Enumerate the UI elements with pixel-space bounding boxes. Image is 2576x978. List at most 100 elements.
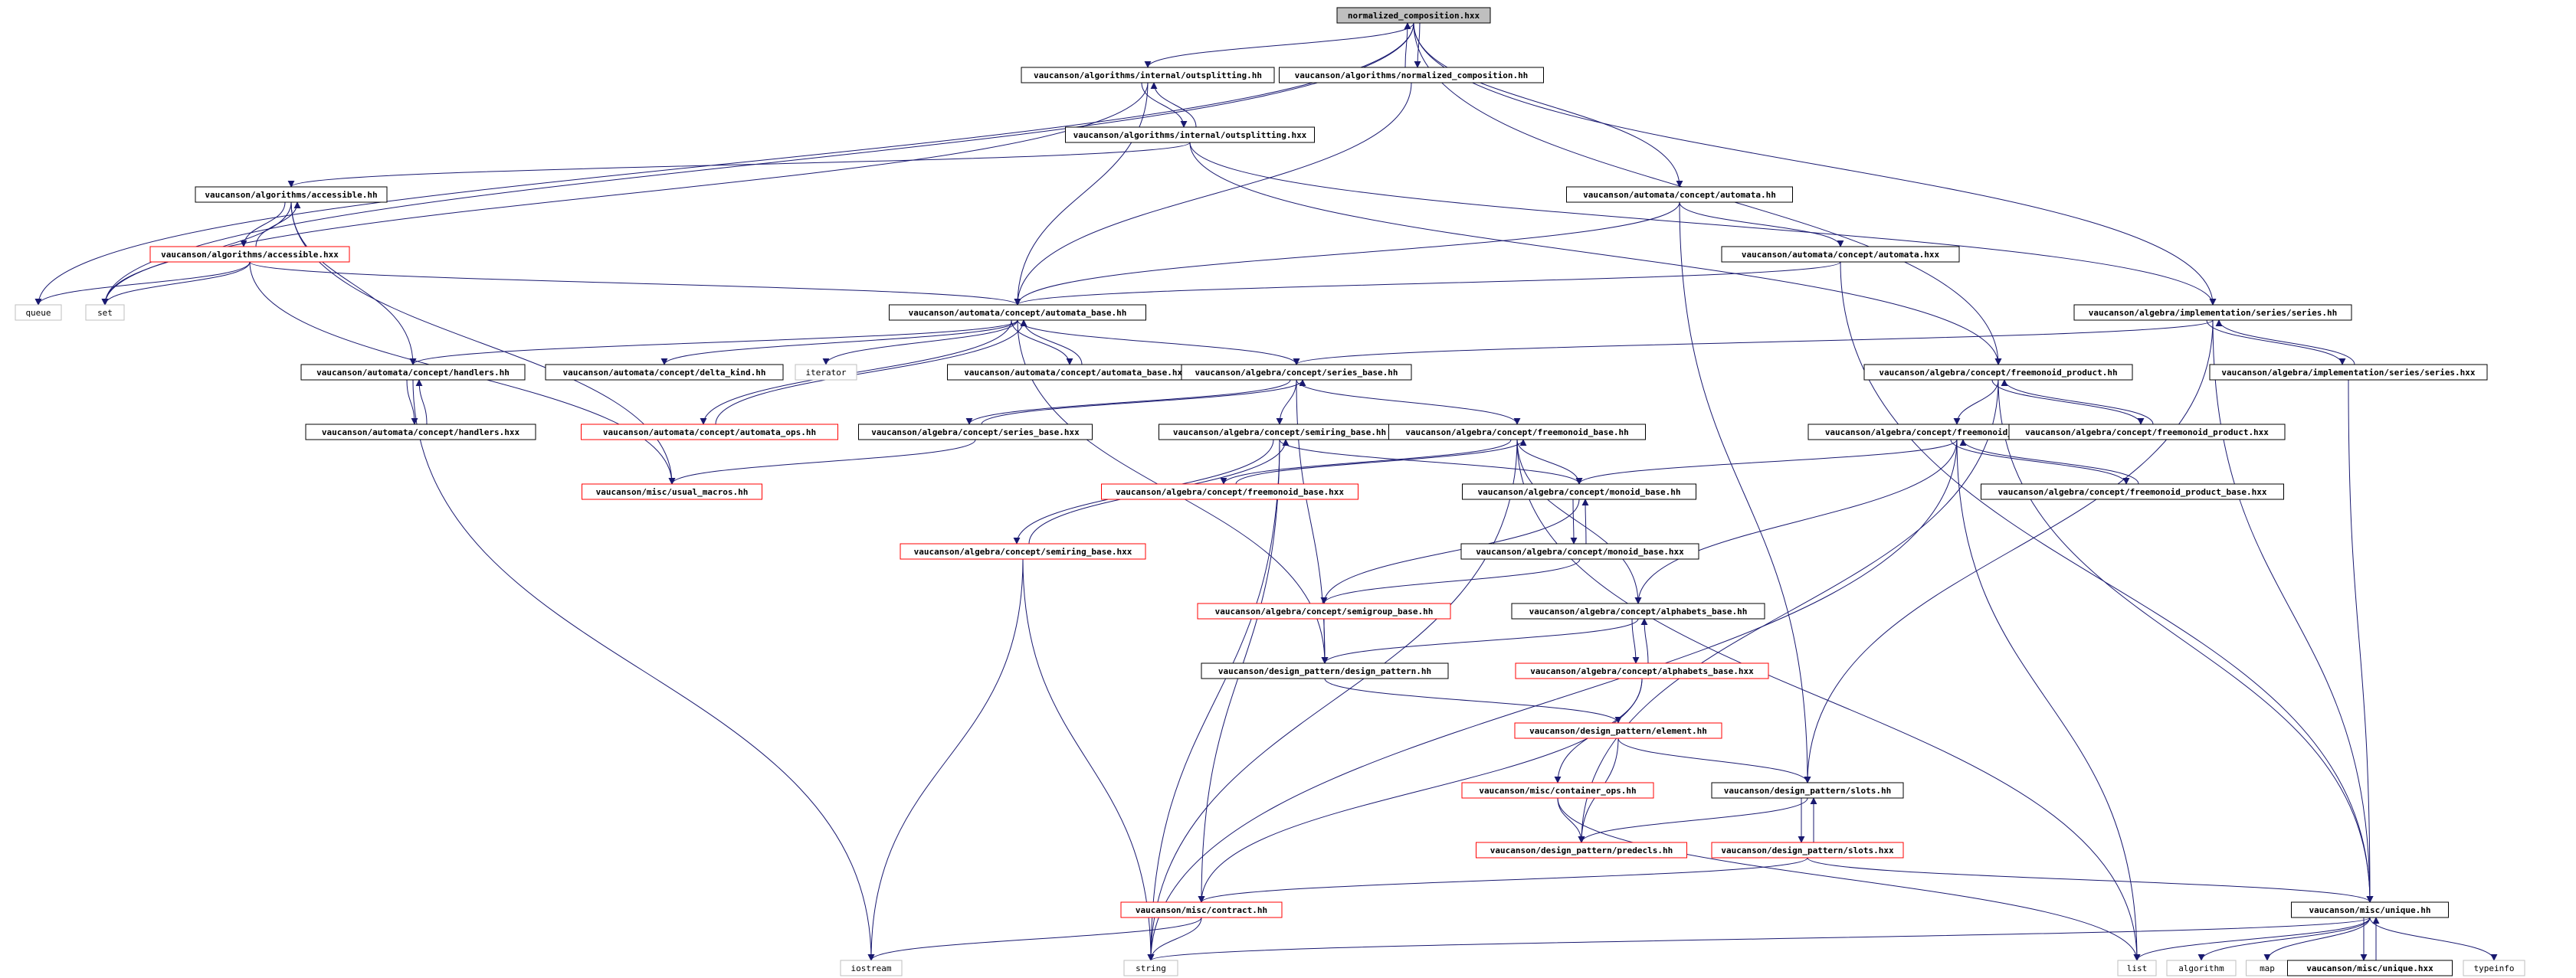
edge-series_hh-to-unique_hh [2212, 319, 2374, 903]
node-label: vaucanson/misc/unique.hh [2309, 905, 2431, 915]
node-usual-macros-hh[interactable]: vaucanson/misc/usual_macros.hh [582, 483, 762, 500]
node-label: vaucanson/misc/contract.hh [1136, 905, 1267, 915]
node-delta-kind-hh[interactable]: vaucanson/automata/concept/delta_kind.hh [545, 364, 784, 381]
node-box [1279, 67, 1544, 83]
node-box [795, 364, 857, 381]
edge-slots_hxx-to-contract_hh [1198, 857, 1808, 903]
node-box [2166, 960, 2237, 976]
node-box [900, 543, 1146, 560]
node-alphabets-base-hh[interactable]: vaucanson/algebra/concept/alphabets_base… [1511, 603, 1765, 620]
node-label: vaucanson/algebra/concept/monoid_base.hx… [1476, 547, 1684, 557]
node-series-hh[interactable]: vaucanson/algebra/implementation/series/… [2073, 304, 2352, 321]
node-normcomp-hh[interactable]: vaucanson/algorithms/normalized_composit… [1279, 67, 1544, 83]
node-handlers-hxx[interactable]: vaucanson/automata/concept/handlers.hxx [305, 424, 536, 440]
node-box [1721, 246, 1960, 263]
node-unique-hh[interactable]: vaucanson/misc/unique.hh [2291, 901, 2449, 918]
node-automata-ops-hh[interactable]: vaucanson/automata/concept/automata_ops.… [581, 424, 838, 440]
edge-freemonoid_product_hh-to-freemonoid_product_hxx [1991, 379, 2145, 425]
node-accessible-hxx[interactable]: vaucanson/algorithms/accessible.hxx [149, 246, 350, 263]
node-freemonoid-product-hxx[interactable]: vaucanson/algebra/concept/freemonoid_pro… [2008, 424, 2286, 440]
node-container-ops-hh[interactable]: vaucanson/misc/container_ops.hh [1461, 782, 1654, 799]
edge-freemonoid_product_base_hxx-to-freemonoid_product_base_hh [1959, 439, 2139, 485]
node-box [1711, 842, 1904, 859]
node-box [1460, 543, 1699, 560]
node-freemonoid-product-hh[interactable]: vaucanson/algebra/concept/freemonoid_pro… [1863, 364, 2133, 381]
edge-freemonoid_product_hh-to-unique_hh [1998, 379, 2374, 903]
node-predecls-hh[interactable]: vaucanson/design_pattern/predecls.hh [1476, 842, 1687, 859]
node-contract-hh[interactable]: vaucanson/misc/contract.hh [1120, 901, 1283, 918]
node-map: map [2246, 960, 2289, 976]
edge-automata_base_hxx-to-automata_base_hh [1020, 319, 1083, 365]
edge-accessible_hxx-to-set [101, 261, 251, 306]
edge-element_hh-to-slots_hh [1617, 738, 1811, 783]
node-semiring-base-hxx[interactable]: vaucanson/algebra/concept/semiring_base.… [900, 543, 1146, 560]
edge-root-to-normcomp_hh [1414, 22, 1421, 68]
node-automata-hh[interactable]: vaucanson/automata/concept/automata.hh [1566, 186, 1793, 203]
node-iostream: iostream [840, 960, 903, 976]
node-alphabets-base-hxx[interactable]: vaucanson/algebra/concept/alphabets_base… [1515, 662, 1769, 679]
node-label: map [2260, 963, 2275, 973]
node-freemonoid-base-hxx[interactable]: vaucanson/algebra/concept/freemonoid_bas… [1101, 483, 1358, 500]
edge-series_hxx-to-series_hh [2215, 319, 2355, 365]
node-label: typeinfo [2474, 963, 2515, 973]
node-series-base-hh[interactable]: vaucanson/algebra/concept/series_base.hh [1181, 364, 1412, 381]
edge-series_base_hh-to-series_base_hxx [965, 379, 1291, 425]
node-series-base-hxx[interactable]: vaucanson/algebra/concept/series_base.hx… [858, 424, 1093, 440]
node-slots-hh[interactable]: vaucanson/design_pattern/slots.hh [1711, 782, 1904, 799]
node-label: vaucanson/automata/concept/automata_base… [909, 308, 1127, 318]
node-slots-hxx[interactable]: vaucanson/design_pattern/slots.hxx [1711, 842, 1904, 859]
node-root[interactable]: normalized_composition.hxx [1336, 7, 1491, 24]
node-label: vaucanson/algebra/concept/semigroup_base… [1215, 607, 1434, 617]
edge-outsplitting_hh-to-outsplitting_hxx [1141, 82, 1188, 128]
node-box [2287, 960, 2453, 976]
node-outsplitting-hh[interactable]: vaucanson/algorithms/internal/outsplitti… [1021, 67, 1275, 83]
edge-slots_hxx-to-unique_hh [1807, 857, 2374, 903]
node-string: string [1123, 960, 1178, 976]
node-box [2008, 424, 2286, 440]
node-series-hxx[interactable]: vaucanson/algebra/implementation/series/… [2209, 364, 2488, 381]
node-box [1201, 662, 1449, 679]
node-label: vaucanson/design_pattern/slots.hh [1724, 786, 1892, 796]
node-box [1197, 603, 1451, 620]
node-unique-hxx[interactable]: vaucanson/misc/unique.hxx [2287, 960, 2453, 976]
node-label: vaucanson/design_pattern/element.hh [1529, 726, 1707, 736]
node-typeinfo: typeinfo [2463, 960, 2525, 976]
node-label: vaucanson/automata/concept/handlers.hxx [322, 427, 520, 437]
node-automata-base-hxx[interactable]: vaucanson/automata/concept/automata_base… [947, 364, 1204, 381]
node-label: vaucanson/automata/concept/delta_kind.hh [563, 368, 766, 378]
edge-accessible_hh-to-usual_macros_hh [290, 201, 676, 485]
node-freemonoid-product-base-hxx[interactable]: vaucanson/algebra/concept/freemonoid_pro… [1981, 483, 2284, 500]
node-box [85, 304, 125, 321]
node-element-hh[interactable]: vaucanson/design_pattern/element.hh [1514, 722, 1722, 739]
node-semiring-base-hh[interactable]: vaucanson/algebra/concept/semiring_base.… [1159, 424, 1401, 440]
node-box [2463, 960, 2525, 976]
node-box [840, 960, 903, 976]
edge-accessible_hxx-to-accessible_hh [255, 201, 301, 247]
edge-automata_hxx-to-automata_base_hh [1014, 261, 1841, 306]
edge-alphabets_base_hh-to-alphabets_base_hxx [1631, 618, 1640, 664]
node-label: vaucanson/algebra/concept/freemonoid_pro… [2025, 427, 2269, 437]
node-box [1388, 424, 1646, 440]
node-label: normalized_composition.hxx [1348, 11, 1480, 21]
edge-freemonoid_product_base_hh-to-string [1147, 439, 1958, 961]
node-automata-base-hh[interactable]: vaucanson/automata/concept/automata_base… [889, 304, 1146, 321]
node-monoid-base-hxx[interactable]: vaucanson/algebra/concept/monoid_base.hx… [1460, 543, 1699, 560]
node-label: vaucanson/algebra/concept/series_base.hh [1195, 368, 1398, 378]
edge-freemonoid_product_hh-to-freemonoid_product_base_hh [1953, 379, 1999, 425]
node-handlers-hh[interactable]: vaucanson/automata/concept/handlers.hh [300, 364, 526, 381]
node-label: vaucanson/design_pattern/design_pattern.… [1218, 666, 1431, 676]
node-outsplitting-hxx[interactable]: vaucanson/algorithms/internal/outsplitti… [1065, 126, 1315, 143]
node-box [1566, 186, 1793, 203]
edge-root-to-outsplitting_hh [1144, 22, 1414, 68]
edge-series_hxx-to-unique_hh [2348, 379, 2374, 903]
node-monoid-base-hh[interactable]: vaucanson/algebra/concept/monoid_base.hh [1462, 483, 1696, 500]
node-box [545, 364, 784, 381]
edge-automata_base_hh-to-automata_ops_hh [700, 319, 1012, 425]
node-design-pattern-hh[interactable]: vaucanson/design_pattern/design_pattern.… [1201, 662, 1449, 679]
node-semigroup-base-hh[interactable]: vaucanson/algebra/concept/semigroup_base… [1197, 603, 1451, 620]
node-label: vaucanson/automata/concept/automata_ops.… [603, 427, 816, 437]
node-accessible-hh[interactable]: vaucanson/algorithms/accessible.hh [195, 186, 388, 203]
node-automata-hxx[interactable]: vaucanson/automata/concept/automata.hxx [1721, 246, 1960, 263]
edge-freemonoid_product_base_hh-to-freemonoid_product_base_hxx [1950, 439, 2130, 485]
node-freemonoid-base-hh[interactable]: vaucanson/algebra/concept/freemonoid_bas… [1388, 424, 1646, 440]
